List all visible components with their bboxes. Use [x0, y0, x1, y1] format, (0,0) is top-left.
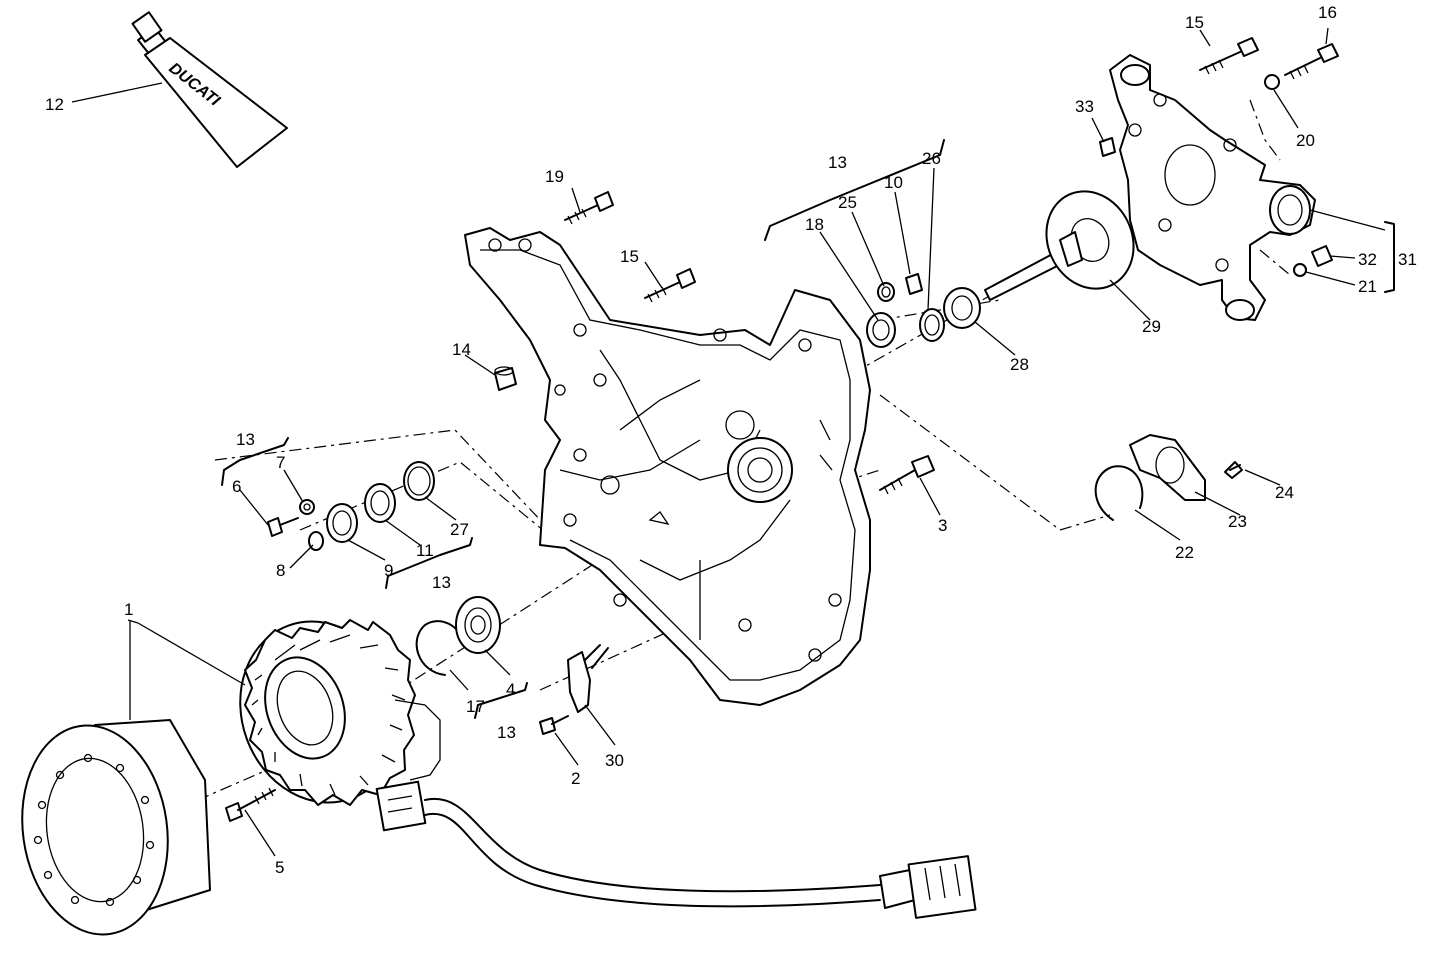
leader-lines — [71, 27, 1386, 857]
callout-13-left-bottom: 13 — [432, 573, 451, 592]
callout-13-left-top: 13 — [236, 430, 255, 449]
callout-28: 28 — [1010, 355, 1029, 374]
pump-impeller — [984, 190, 1135, 301]
callout-20: 20 — [1296, 131, 1315, 150]
callout-3: 3 — [938, 516, 947, 535]
callout-14: 14 — [452, 340, 471, 359]
grease-tube: DUCATI — [131, 11, 288, 168]
stator-bolt — [225, 787, 276, 822]
callout-22: 22 — [1175, 543, 1194, 562]
cover-plate-parts — [1094, 434, 1243, 521]
callout-23: 23 — [1228, 512, 1247, 531]
callout-29: 29 — [1142, 317, 1161, 336]
rotor — [21, 719, 211, 936]
callout-4: 4 — [506, 680, 515, 699]
callout-32: 32 — [1358, 250, 1377, 269]
callout-5: 5 — [275, 858, 284, 877]
sensor-bracket — [539, 644, 609, 735]
callout-12: 12 — [45, 95, 64, 114]
callout-13-bottom: 13 — [497, 723, 516, 742]
callout-2: 2 — [571, 769, 580, 788]
callout-13-top: 13 — [828, 153, 847, 172]
callout-27: 27 — [450, 520, 469, 539]
callout-8: 8 — [276, 561, 285, 580]
callout-31: 31 — [1398, 250, 1417, 269]
callout-21: 21 — [1358, 277, 1377, 296]
left-small-parts — [221, 437, 473, 589]
callout-7: 7 — [276, 453, 285, 472]
callout-24: 24 — [1275, 483, 1294, 502]
water-pump-cover — [1109, 54, 1395, 321]
generator-cover — [464, 227, 871, 706]
pump-bolts — [1099, 37, 1339, 157]
callout-18: 18 — [805, 215, 824, 234]
callout-6: 6 — [232, 477, 241, 496]
callout-10: 10 — [884, 173, 903, 192]
callout-30: 30 — [605, 751, 624, 770]
callout-15-center: 15 — [620, 247, 639, 266]
callout-25: 25 — [838, 193, 857, 212]
callout-33: 33 — [1075, 97, 1094, 116]
cover-bolts — [564, 191, 935, 495]
circlip-and-bearing — [415, 596, 528, 719]
stator — [239, 619, 441, 832]
callout-11: 11 — [416, 541, 434, 560]
pump-seals — [764, 139, 981, 348]
callout-16: 16 — [1318, 3, 1337, 22]
callout-1: 1 — [124, 600, 133, 619]
dowel-pin — [494, 366, 517, 391]
callout-17: 17 — [466, 697, 485, 716]
callout-26: 26 — [922, 149, 941, 168]
callout-9: 9 — [384, 561, 393, 580]
callout-labels: 12 1 5 13 6 7 8 9 11 27 13 17 4 13 2 30 … — [45, 3, 1417, 877]
callout-19: 19 — [545, 167, 564, 186]
callout-15-right: 15 — [1185, 13, 1204, 32]
wiring-harness — [424, 797, 977, 919]
